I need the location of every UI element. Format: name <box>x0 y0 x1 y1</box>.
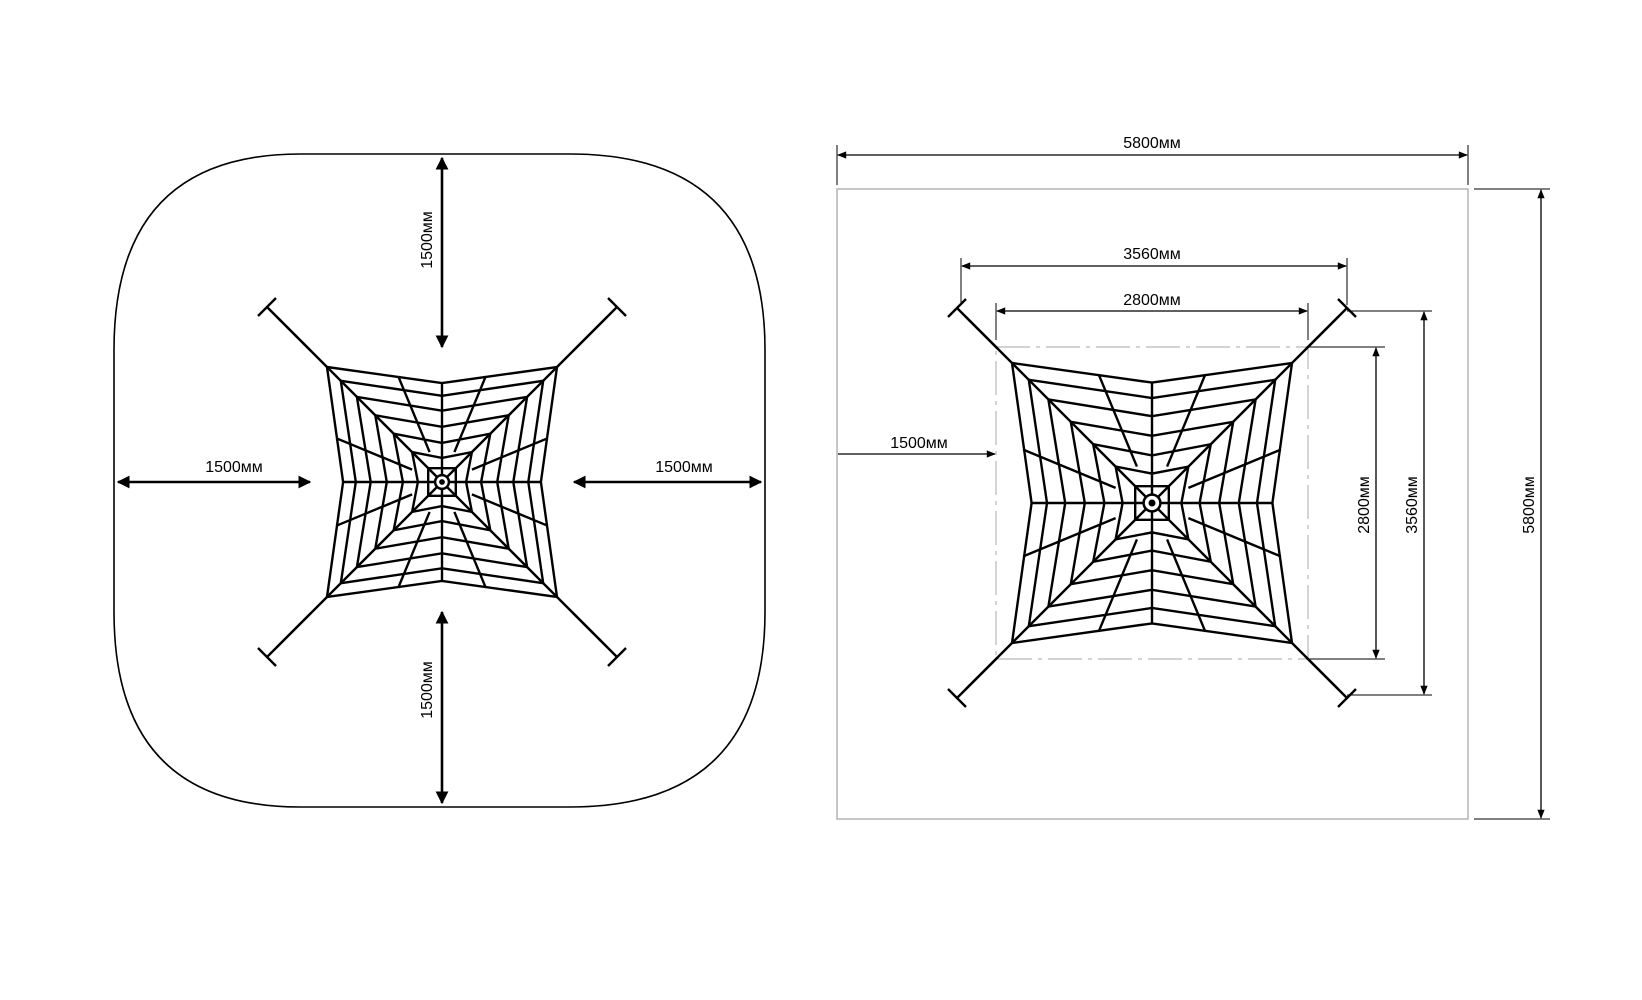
net-spoke-rope <box>1022 448 1117 490</box>
net-radial-rope <box>1011 362 1153 504</box>
anchor-bar <box>257 297 277 317</box>
frame-height-label: 2800мм <box>1356 476 1373 534</box>
anchor-bar <box>1337 688 1357 708</box>
net-spoke-rope <box>1187 516 1282 558</box>
turnbuckle <box>276 612 312 648</box>
spider-web-net-right <box>947 298 1357 708</box>
overall-zone-frame <box>836 188 1469 820</box>
left-view: 1500мм 1500мм 1500мм 1500мм <box>113 153 766 808</box>
left-clearance-label: 1500мм <box>205 459 263 476</box>
anchor-bar <box>607 297 627 317</box>
net-spoke-rope <box>1165 538 1207 633</box>
net-spoke-rope <box>397 511 431 589</box>
net-spoke-rope <box>471 437 549 471</box>
net-radial-rope <box>1011 502 1153 644</box>
net-spoke-rope <box>335 437 413 471</box>
overall-height-label: 5800мм <box>1521 476 1538 534</box>
center-hub-core <box>439 479 445 485</box>
net-radial-rope <box>1151 502 1293 644</box>
turnbuckle <box>276 316 312 352</box>
net-radial-rope <box>1151 362 1293 504</box>
side-clearance-label: 1500мм <box>890 435 948 452</box>
net-spoke-rope <box>471 493 549 527</box>
center-hub-core <box>1148 499 1156 507</box>
frame-width-label: 2800мм <box>1123 292 1181 309</box>
net-spoke-rope <box>1022 516 1117 558</box>
anchor-bar <box>947 688 967 708</box>
net-radial-rope <box>441 481 558 598</box>
anchor-bar <box>1337 298 1357 318</box>
turnbuckle <box>572 316 608 352</box>
anchor-bar <box>947 298 967 318</box>
turnbuckle <box>965 316 999 350</box>
anchor-bar <box>257 647 277 667</box>
net-spoke-rope <box>1097 373 1139 468</box>
net-radial-rope <box>326 481 443 598</box>
spider-web-net-left <box>257 297 627 667</box>
turnbuckle <box>1305 656 1339 690</box>
turnbuckle <box>1305 316 1339 350</box>
net-frame-outline <box>995 346 1309 660</box>
right-view: 5800мм 3560мм 2800мм 1500мм 2800мм 3560м… <box>836 135 1550 820</box>
top-clearance-label: 1500мм <box>419 211 436 269</box>
anchor-bar <box>607 647 627 667</box>
net-radial-rope <box>326 366 443 483</box>
right-clearance-label: 1500мм <box>655 459 713 476</box>
bottom-clearance-label: 1500мм <box>419 661 436 719</box>
net-spoke-rope <box>1187 448 1282 490</box>
turnbuckle <box>965 656 999 690</box>
net-spoke-rope <box>1097 538 1139 633</box>
net-spoke-rope <box>397 375 431 453</box>
net-spoke-rope <box>453 375 487 453</box>
net-radial-rope <box>441 366 558 483</box>
net-spoke-rope <box>1165 373 1207 468</box>
safety-zone-outline <box>113 153 766 808</box>
overall-width-label: 5800мм <box>1123 135 1181 152</box>
anchor-width-label: 3560мм <box>1123 246 1181 263</box>
turnbuckle <box>572 612 608 648</box>
net-spoke-rope <box>335 493 413 527</box>
anchor-height-label: 3560мм <box>1404 476 1421 534</box>
net-spoke-rope <box>453 511 487 589</box>
